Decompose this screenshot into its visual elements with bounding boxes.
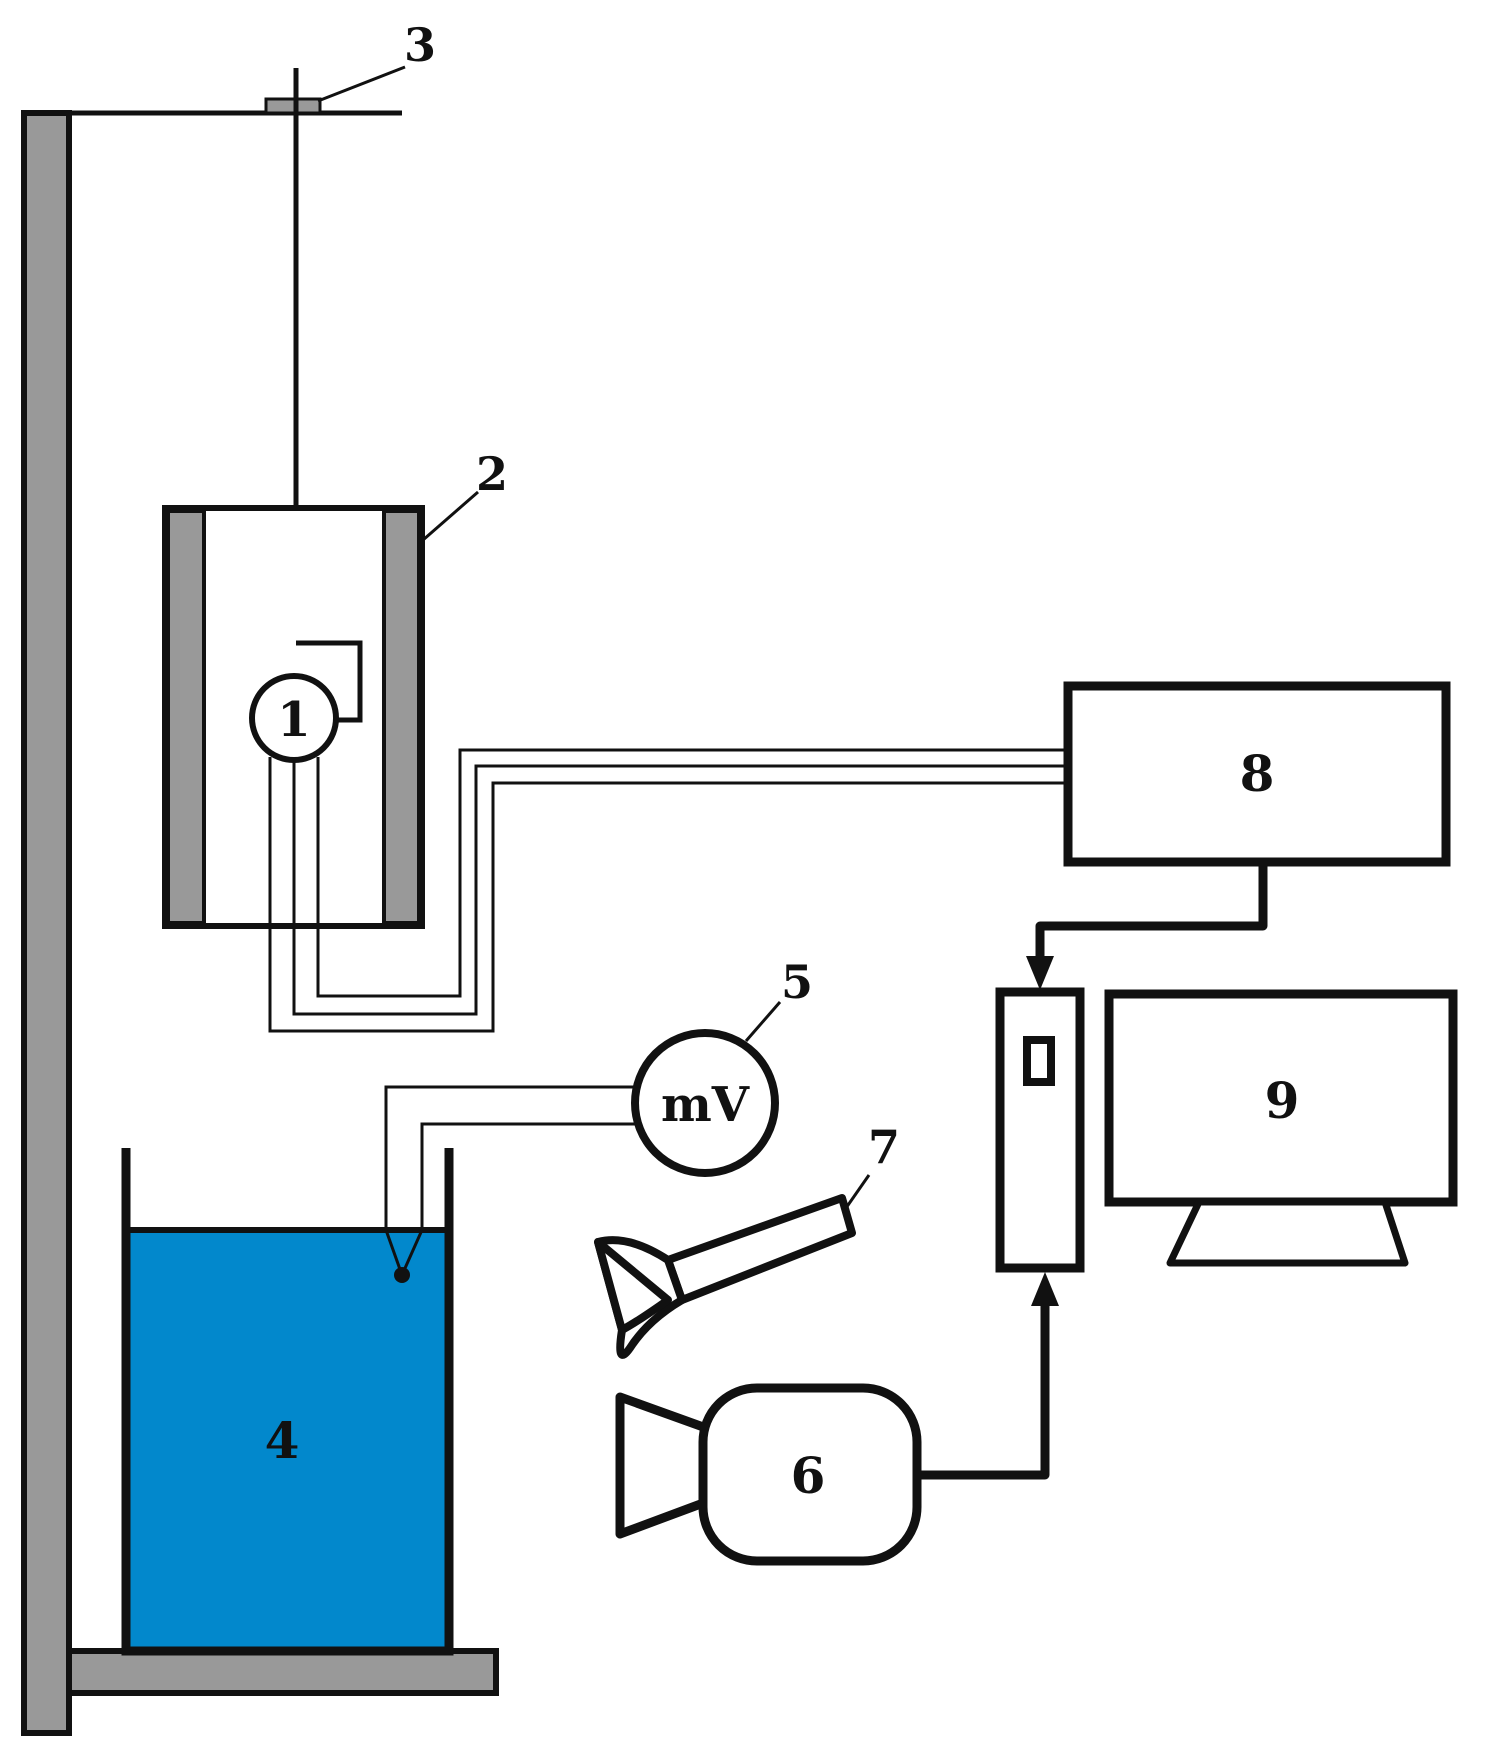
- furnace-wall-right: [382, 509, 421, 925]
- label-furnace-element: 1: [277, 692, 310, 748]
- label-controller: 8: [1240, 744, 1275, 803]
- camera-to-pc-arrowhead: [1031, 1272, 1059, 1306]
- wire-2: [292, 757, 1068, 1016]
- label-lamp: 7: [868, 1120, 900, 1174]
- thermocouple-tip: [394, 1267, 410, 1283]
- label-furnace: 2: [476, 447, 508, 501]
- stand-base: [66, 1648, 499, 1696]
- label-holder: 3: [404, 18, 436, 72]
- lamp-leader: [844, 1174, 871, 1209]
- stand-post: [21, 110, 72, 1736]
- holder-leader: [317, 65, 406, 103]
- wire-3: [316, 748, 1068, 998]
- furnace-leader: [422, 490, 479, 542]
- holder-clamp: [264, 97, 322, 115]
- label-bath: 4: [265, 1411, 300, 1470]
- thermocouple-lead-inner: [420, 1122, 636, 1230]
- millivoltmeter-unit: mV: [661, 1077, 750, 1133]
- controller-to-pc-arrowhead: [1026, 956, 1054, 990]
- wire-1: [268, 757, 1068, 1033]
- controller-box: [1063, 681, 1451, 867]
- bath-walls: [121, 1148, 454, 1656]
- camera-lens: [615, 1392, 711, 1539]
- pc-unit-slot: [1023, 1036, 1055, 1086]
- bath-water: [126, 1230, 449, 1651]
- millivoltmeter-leader: [744, 1001, 782, 1042]
- lamp: [594, 1194, 856, 1359]
- label-monitor: 9: [1265, 1071, 1300, 1130]
- millivoltmeter: [631, 1029, 779, 1177]
- thermocouple-lead-outer: [384, 1085, 636, 1230]
- lamp-tube: [664, 1194, 856, 1304]
- pc-unit: [995, 987, 1085, 1273]
- camera-to-pc-line: [917, 1305, 1050, 1480]
- furnace-wall-left: [166, 509, 206, 925]
- furnace-element: [249, 673, 339, 763]
- label-millivoltmeter: 5: [781, 955, 813, 1009]
- label-camera: 6: [791, 1446, 826, 1505]
- monitor-stand: [1166, 1198, 1409, 1267]
- lamp-reflector: [594, 1238, 672, 1334]
- controller-to-pc-line: [1035, 862, 1268, 958]
- element-hanger: [296, 640, 363, 723]
